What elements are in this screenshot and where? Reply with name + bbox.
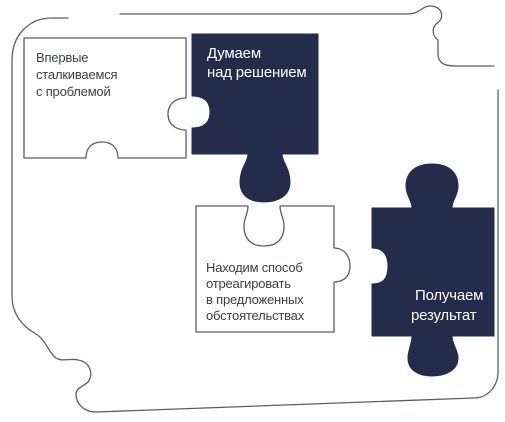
piece-1-line-1: Впервые [36, 50, 88, 65]
piece-3-line-1: Находим способ [206, 260, 303, 275]
piece-3-line-2: отреагировать [206, 276, 291, 291]
piece-4-line-1: Получаем [415, 287, 483, 304]
piece-2-label: Думаем над решением [207, 45, 307, 81]
piece-4-line-2: результат [411, 307, 477, 324]
puzzle-piece-3 [195, 205, 351, 333]
piece-1-line-2: сталкиваемся [36, 67, 118, 82]
piece-2-line-1: Думаем [207, 45, 261, 62]
piece-4-label: Получаем результат [411, 287, 487, 324]
piece-1-line-3: с проблемой [36, 84, 111, 99]
piece-3-line-4: обстоятельствах [206, 308, 305, 323]
piece-3-label: Находим способ отреагировать в предложен… [206, 260, 307, 323]
puzzle-piece-4 [371, 163, 495, 377]
outer-frame [11, 5, 499, 413]
piece-1-label: Впервые сталкиваемся с проблемой [36, 50, 121, 99]
piece-3-line-3: в предложенных [206, 292, 304, 307]
puzzle-piece-2 [191, 33, 319, 203]
piece-2-line-2: над решением [207, 64, 307, 81]
puzzle-piece-1 [23, 37, 187, 159]
